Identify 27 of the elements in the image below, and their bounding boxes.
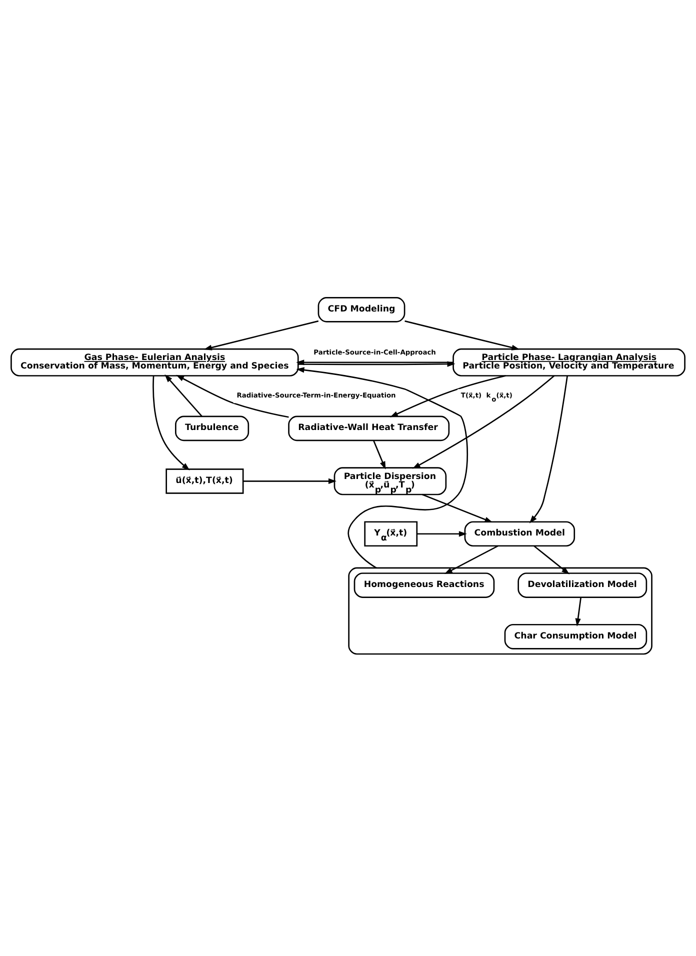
arrow [204,320,319,350]
node-box: Combustion Model [464,520,576,546]
arrow [176,374,289,418]
node-box: Gas Phase- Eulerian Analysis Conservation of Mass, Momentum, Energy and Species [10,348,299,376]
node-box: Devolatilization Model [518,572,648,598]
node-box: CFD Modeling [318,296,406,322]
arrow [529,375,568,523]
arrow [152,375,190,470]
node-box: Homogeneous Reactions [354,572,495,598]
arrow [296,366,468,568]
arrow [296,359,454,365]
node-box: u⃗(x⃗,t),T(x⃗,t) [166,468,244,494]
node-box: Turbulence [175,415,250,441]
arrow [404,320,520,350]
arrow [390,374,506,417]
arrow [372,440,386,470]
node-box: Particle Phase- Lagrangian Analysis Particle Position, Velocity and Temperature [452,348,686,376]
arrow [422,493,493,522]
node-box: Char Consumption Model [504,623,648,649]
arrow [444,544,498,574]
arrow [243,478,336,484]
node-box: Radiative-Wall Heat Transfer [288,415,450,441]
arrow [533,544,570,574]
arrow [164,374,202,416]
arrow [417,530,467,536]
arrow [575,596,582,626]
arrow [412,374,555,468]
